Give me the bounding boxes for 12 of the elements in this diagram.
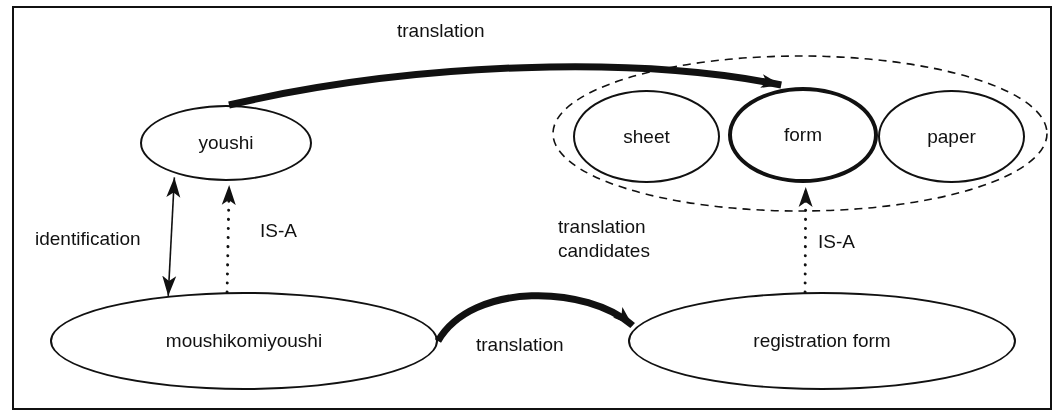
node-label: sheet xyxy=(623,125,670,148)
node-label: registration form xyxy=(753,330,891,352)
node-label: moushikomiyoushi xyxy=(165,330,323,352)
node-label: form xyxy=(784,124,822,146)
dotted-arrow xyxy=(221,183,236,294)
node-label: youshi xyxy=(198,132,254,154)
dotted-arrow xyxy=(798,185,813,294)
group-label: translation candidates xyxy=(558,215,651,263)
node-label: paper xyxy=(927,125,976,148)
arrow xyxy=(228,63,782,109)
arrow xyxy=(162,176,181,297)
arrow xyxy=(435,292,635,344)
